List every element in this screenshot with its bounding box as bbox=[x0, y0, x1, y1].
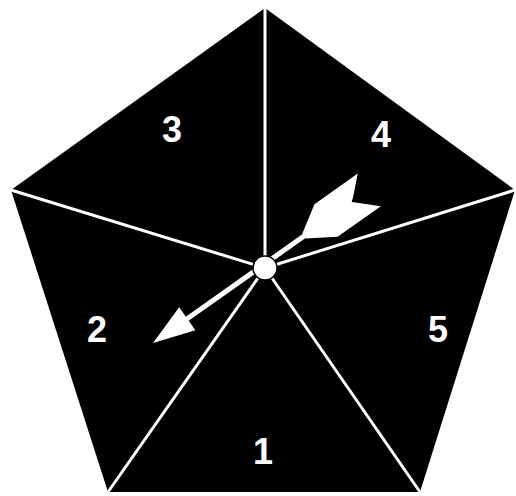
spinner-pivot bbox=[253, 256, 277, 280]
pentagon bbox=[11, 8, 515, 492]
sector-dividers bbox=[11, 8, 515, 492]
sector-number: 2 bbox=[87, 312, 107, 348]
sector-number: 1 bbox=[253, 434, 273, 470]
sector-number: 4 bbox=[371, 117, 391, 153]
sector-number: 3 bbox=[162, 112, 182, 148]
spinner-arrow bbox=[141, 174, 380, 360]
sector-number: 5 bbox=[428, 312, 448, 348]
